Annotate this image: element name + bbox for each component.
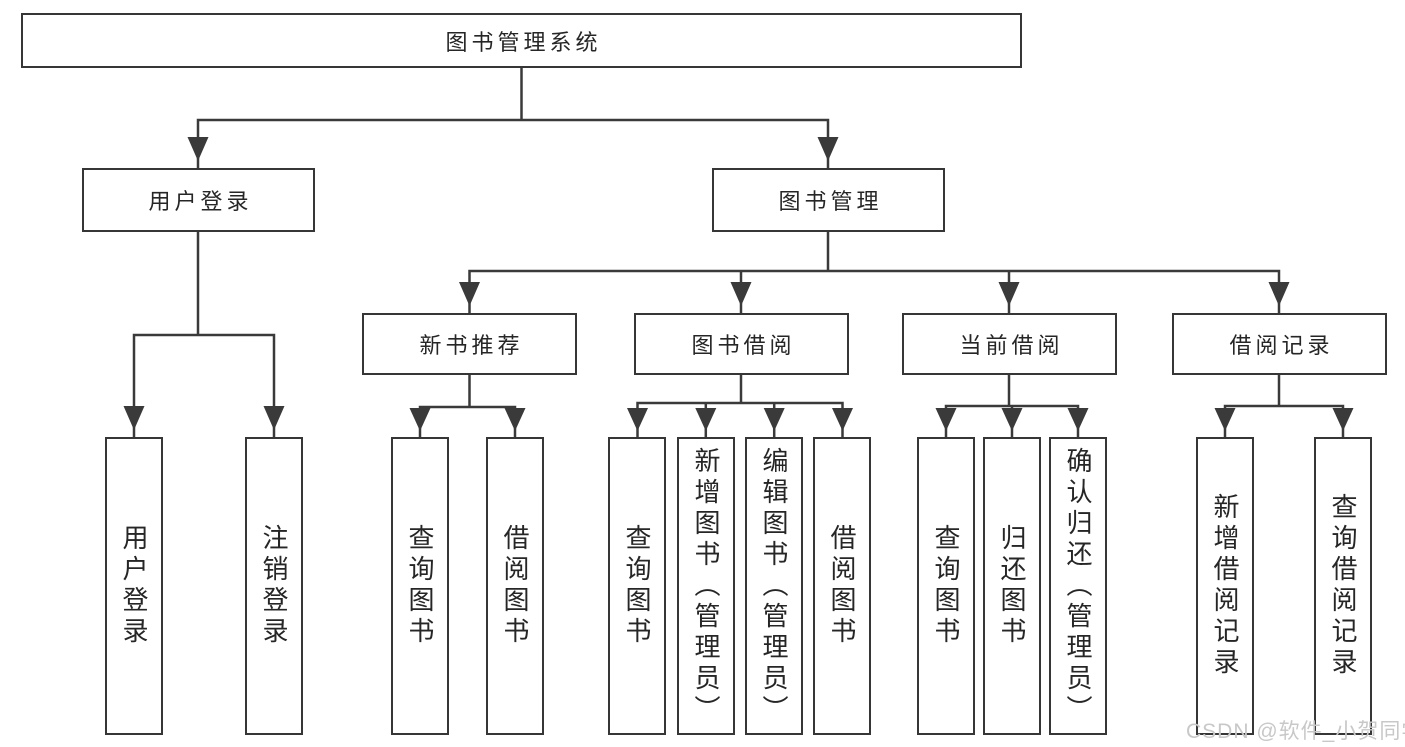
leaf-borrow-borrow-books: 借阅图书 — [813, 437, 871, 735]
node-borrowing-records: 借阅记录 — [1172, 313, 1387, 375]
leaf-borrow-add-books-admin: 新增图书（管理员） — [677, 437, 735, 735]
node-root-system: 图书管理系统 — [21, 13, 1022, 68]
node-user-login-label: 用户登录 — [148, 189, 253, 214]
node-book-borrowing-label: 图书借阅 — [691, 333, 796, 358]
leaf-borrow-query-books-label: 查询图书 — [622, 524, 652, 648]
leaf-current-return-books: 归还图书 — [983, 437, 1041, 735]
leaf-borrow-query-books: 查询图书 — [608, 437, 666, 735]
leaf-current-confirm-return-admin-label: 确认归还（管理员） — [1063, 446, 1093, 726]
leaf-borrow-edit-books-admin: 编辑图书（管理员） — [745, 437, 803, 735]
leaf-borrow-borrow-books-label: 借阅图书 — [827, 524, 857, 648]
leaf-borrow-add-books-admin-label: 新增图书（管理员） — [691, 446, 721, 726]
leaf-user-login: 用户登录 — [105, 437, 163, 735]
node-book-management-label: 图书管理 — [778, 189, 883, 214]
leaf-newbook-borrow-books-label: 借阅图书 — [500, 524, 530, 648]
node-new-book-recommendation-label: 新书推荐 — [419, 333, 524, 358]
leaf-current-query-books: 查询图书 — [917, 437, 975, 735]
leaf-borrow-edit-books-admin-label: 编辑图书（管理员） — [759, 446, 789, 726]
leaf-logout-login: 注销登录 — [245, 437, 303, 735]
node-book-management: 图书管理 — [712, 168, 945, 232]
leaf-newbook-query-books-label: 查询图书 — [405, 524, 435, 648]
leaf-records-add-record-label: 新增借阅记录 — [1210, 493, 1240, 679]
node-current-borrowing: 当前借阅 — [902, 313, 1117, 375]
leaf-current-confirm-return-admin: 确认归还（管理员） — [1049, 437, 1107, 735]
leaf-user-login-label: 用户登录 — [119, 524, 149, 648]
node-current-borrowing-label: 当前借阅 — [959, 333, 1064, 358]
leaf-records-query-record: 查询借阅记录 — [1314, 437, 1372, 735]
leaf-newbook-borrow-books: 借阅图书 — [486, 437, 544, 735]
leaf-current-return-books-label: 归还图书 — [997, 524, 1027, 648]
node-root-label: 图书管理系统 — [445, 29, 602, 55]
node-borrowing-records-label: 借阅记录 — [1229, 333, 1334, 358]
leaf-current-query-books-label: 查询图书 — [931, 524, 961, 648]
leaf-records-query-record-label: 查询借阅记录 — [1328, 493, 1358, 679]
node-user-login: 用户登录 — [82, 168, 315, 232]
leaf-logout-login-label: 注销登录 — [259, 524, 289, 648]
node-book-borrowing: 图书借阅 — [634, 313, 849, 375]
leaf-newbook-query-books: 查询图书 — [391, 437, 449, 735]
node-new-book-recommendation: 新书推荐 — [362, 313, 577, 375]
csdn-watermark: CSDN @软件_小贺同学 — [1186, 720, 1405, 743]
leaf-records-add-record: 新增借阅记录 — [1196, 437, 1254, 735]
